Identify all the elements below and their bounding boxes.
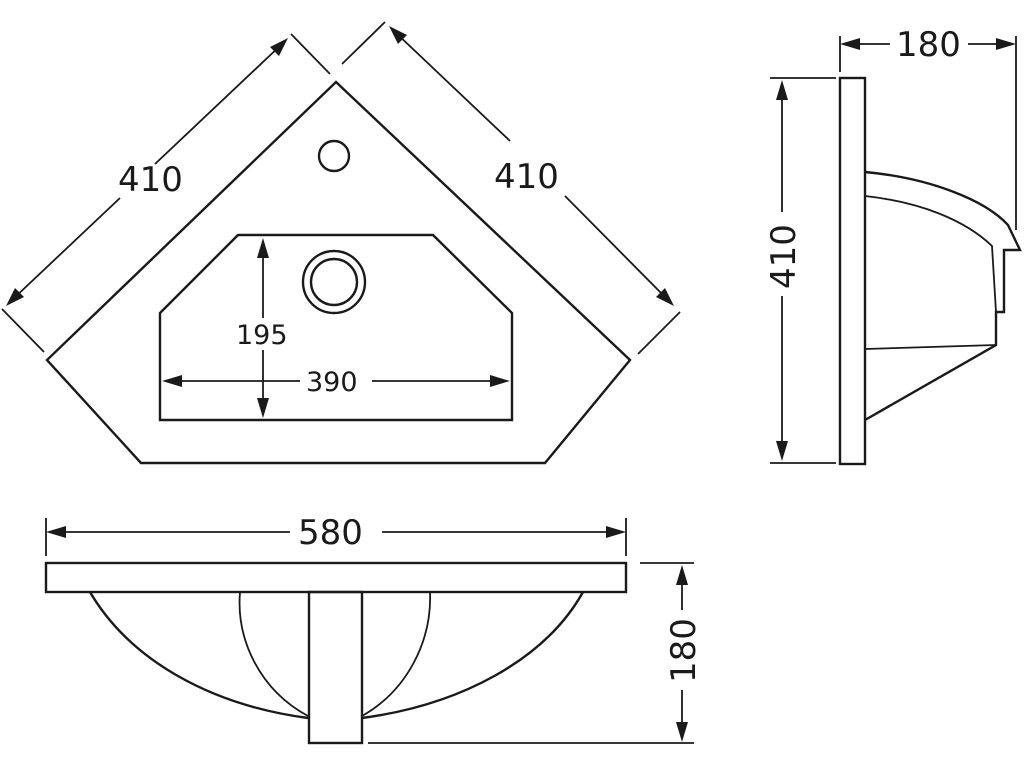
drain-inner: [309, 257, 359, 307]
drain-outer: [301, 249, 367, 315]
dim-front-height-label: 180: [664, 618, 704, 683]
dim-top-right: 410: [341, 21, 681, 355]
front-bowl-outer: [88, 591, 585, 720]
side-slab: [838, 76, 867, 466]
dim-side-depth-label: 180: [896, 25, 961, 65]
dim-bowl-depth: 195: [236, 238, 288, 418]
dim-top-right-label: 410: [494, 157, 559, 197]
side-bowl-profile: [864, 170, 1022, 422]
side-view: 410 180: [764, 25, 1022, 466]
dim-top-left: 410: [1, 33, 331, 353]
tap-hole: [317, 139, 351, 173]
front-view: 580 180: [44, 513, 704, 745]
dim-side-depth: 180: [839, 25, 1017, 230]
dim-top-left-label: 410: [118, 160, 183, 200]
dim-bowl-width-label: 390: [306, 367, 358, 398]
front-bowl-inner: [238, 591, 431, 717]
dim-bowl-depth-label: 195: [236, 320, 288, 351]
front-drain: [307, 590, 364, 745]
dim-front-height: 180: [368, 562, 704, 744]
basin-outline: [45, 80, 632, 465]
dim-front-width-label: 580: [298, 513, 363, 553]
bowl-outline: [158, 233, 514, 422]
side-bowl-inner: [864, 195, 997, 313]
front-slab: [44, 561, 628, 594]
plan-view: 410 410 195 390: [1, 21, 681, 465]
dim-front-width: 580: [45, 513, 627, 556]
dim-side-height: 410: [764, 77, 836, 464]
dim-side-height-label: 410: [764, 224, 804, 289]
dim-bowl-width: 390: [162, 367, 510, 398]
